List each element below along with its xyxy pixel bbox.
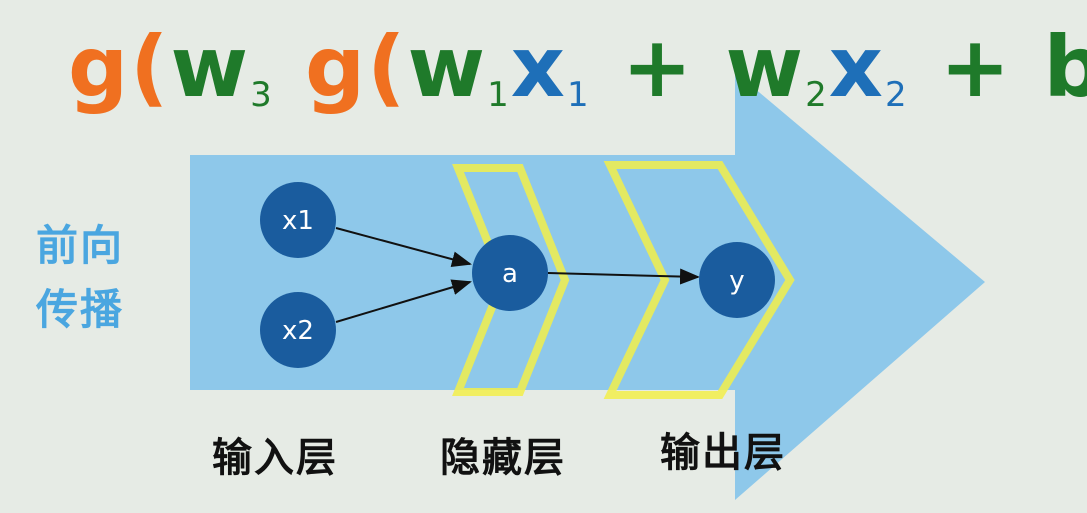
node-x2: x2: [260, 292, 336, 368]
formula: g(w3 g(w1x1 + w2x2 + b) + b2 ): [68, 18, 1087, 116]
svg-text:a: a: [502, 259, 518, 289]
hidden-layer-label: 隐藏层: [440, 435, 566, 481]
edge-x2-a: [335, 279, 472, 323]
node-y: y: [699, 242, 775, 318]
edge-x1-a: [335, 227, 472, 268]
svg-text:x2: x2: [282, 316, 314, 346]
node-x1: x1: [260, 182, 336, 258]
output-layer-chevron: [603, 161, 795, 399]
input-layer-label: 输入层: [212, 435, 338, 481]
edge-a-y: [547, 268, 700, 285]
side-label-line1: 前向: [36, 221, 125, 270]
svg-text:y: y: [729, 266, 744, 296]
forward-propagation-label: 前向 传播: [36, 214, 146, 342]
output-layer-label: 输出层: [660, 430, 786, 476]
forward-arrow: [190, 72, 985, 500]
node-a: a: [472, 235, 548, 311]
svg-text:x1: x1: [282, 206, 314, 236]
side-label-line2: 传播: [36, 285, 125, 334]
